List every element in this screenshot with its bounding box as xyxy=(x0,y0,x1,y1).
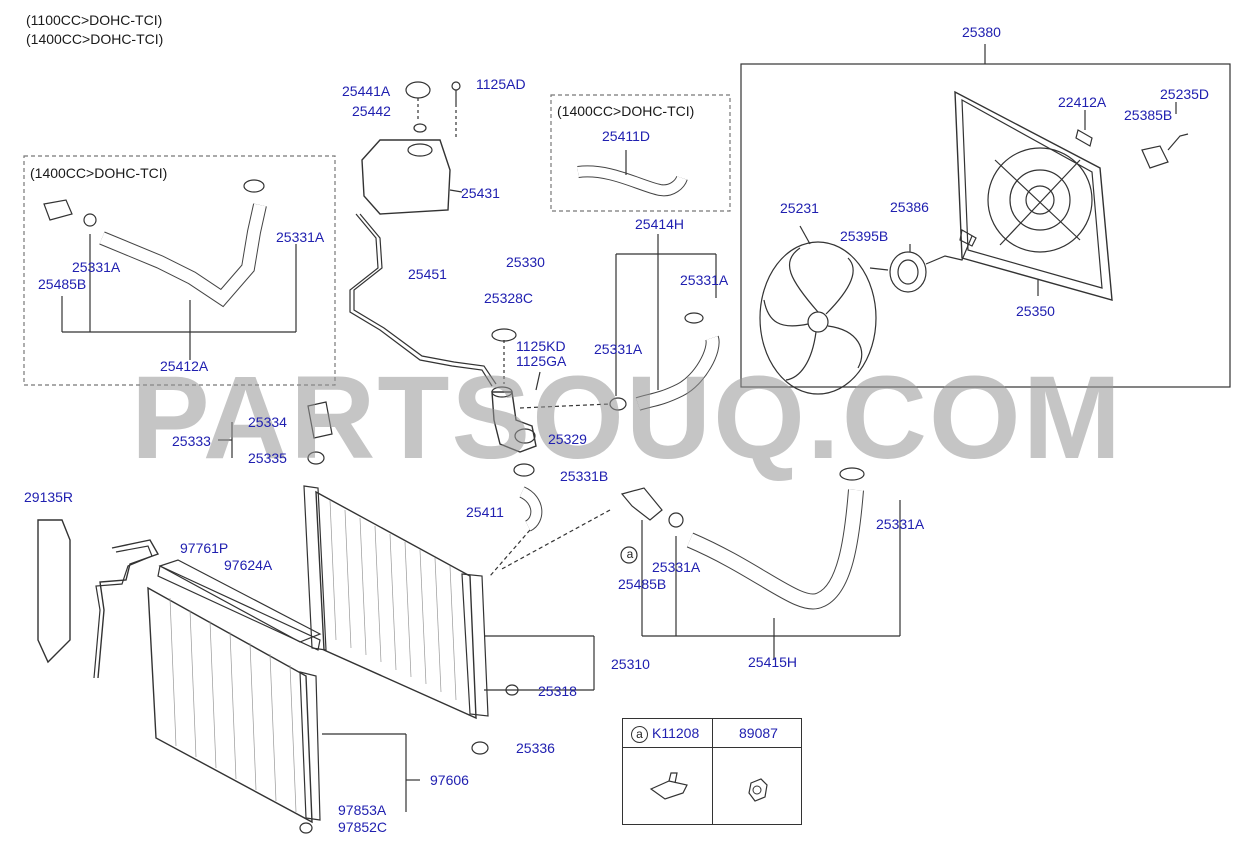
part-label-22412A[interactable]: 22412A xyxy=(1058,94,1107,110)
part-label-25441A[interactable]: 25441A xyxy=(342,83,391,99)
part-label-25485B-left-box[interactable]: 25485B xyxy=(38,276,87,292)
part-label-25235D[interactable]: 25235D xyxy=(1160,86,1210,102)
header-line-1: (1100CC>DOHC-TCI) xyxy=(26,12,163,28)
mid-box-title: (1400CC>DOHC-TCI) xyxy=(557,103,695,119)
part-label-25414H[interactable]: 25414H xyxy=(635,216,685,232)
clip-icon xyxy=(649,772,688,800)
part-label-25333[interactable]: 25333 xyxy=(172,433,211,449)
fan-blade-drawing xyxy=(759,225,877,395)
table-col1-label: K11208 xyxy=(652,725,700,741)
part-label-25336[interactable]: 25336 xyxy=(516,740,555,756)
part-label-25411[interactable]: 25411 xyxy=(466,504,504,520)
table-header-col2[interactable]: 89087 xyxy=(739,725,778,741)
part-label-25331A-lower[interactable]: 25331A xyxy=(652,559,701,575)
radiator-drawing xyxy=(303,485,595,755)
part-label-25395B[interactable]: 25395B xyxy=(840,228,889,244)
part-label-25231[interactable]: 25231 xyxy=(780,200,819,216)
part-label-97761P[interactable]: 97761P xyxy=(180,540,229,556)
part-label-97606[interactable]: 97606 xyxy=(430,772,469,788)
mid-option-box xyxy=(550,94,731,212)
part-label-25331B[interactable]: 25331B xyxy=(560,468,609,484)
part-label-25411D[interactable]: 25411D xyxy=(602,128,651,144)
callout-marker-a: a xyxy=(626,547,634,561)
part-label-25380[interactable]: 25380 xyxy=(962,24,1001,40)
part-label-25451[interactable]: 25451 xyxy=(408,266,447,282)
nut-icon xyxy=(748,778,768,802)
part-label-25331A-right-top[interactable]: 25331A xyxy=(680,272,729,288)
left-box-title: (1400CC>DOHC-TCI) xyxy=(30,165,168,181)
part-label-97852C[interactable]: 97852C xyxy=(338,819,388,835)
table-marker: a xyxy=(631,726,648,743)
part-label-1125KD[interactable]: 1125KD xyxy=(516,338,566,354)
part-label-1125GA[interactable]: 1125GA xyxy=(516,353,567,369)
part-label-97853A[interactable]: 97853A xyxy=(338,802,387,818)
fan-motor-drawing xyxy=(869,229,977,293)
water-outlet-drawing xyxy=(491,328,611,477)
part-label-25385B[interactable]: 25385B xyxy=(1124,107,1173,123)
part-label-25350[interactable]: 25350 xyxy=(1016,303,1055,319)
part-label-25412A[interactable]: 25412A xyxy=(160,358,209,374)
left-option-box xyxy=(23,155,336,386)
reservoir-tank-drawing xyxy=(349,81,497,387)
part-label-25318[interactable]: 25318 xyxy=(538,683,577,699)
part-label-25331A-mid[interactable]: 25331A xyxy=(594,341,643,357)
part-label-25415H[interactable]: 25415H xyxy=(748,654,798,670)
part-label-25386[interactable]: 25386 xyxy=(890,199,929,215)
part-label-1125AD[interactable]: 1125AD xyxy=(476,76,526,92)
part-label-25442[interactable]: 25442 xyxy=(352,103,391,119)
part-label-25335[interactable]: 25335 xyxy=(248,450,287,466)
upper-hose-drawing xyxy=(43,179,297,360)
part-label-25330[interactable]: 25330 xyxy=(506,254,545,270)
part-label-25485B-lower[interactable]: 25485B xyxy=(618,576,667,592)
part-label-25328C[interactable]: 25328C xyxy=(484,290,534,306)
part-label-25334[interactable]: 25334 xyxy=(248,414,287,430)
condenser-drawing xyxy=(147,565,420,834)
fan-shroud-drawing xyxy=(954,90,1113,301)
part-label-25329[interactable]: 25329 xyxy=(548,431,587,447)
table-divider-vertical xyxy=(712,719,713,824)
part-label-25431[interactable]: 25431 xyxy=(461,185,500,201)
part-label-29135R[interactable]: 29135R xyxy=(24,489,74,505)
part-label-25331A-lower-right[interactable]: 25331A xyxy=(876,516,925,532)
part-label-97624A[interactable]: 97624A xyxy=(224,557,273,573)
part-label-25310[interactable]: 25310 xyxy=(611,656,650,672)
header-line-2: (1400CC>DOHC-TCI) xyxy=(26,31,164,47)
part-label-25331A-left-box[interactable]: 25331A xyxy=(72,259,121,275)
part-label-25331A-left-box-right[interactable]: 25331A xyxy=(276,229,325,245)
table-divider-horizontal xyxy=(623,747,801,748)
